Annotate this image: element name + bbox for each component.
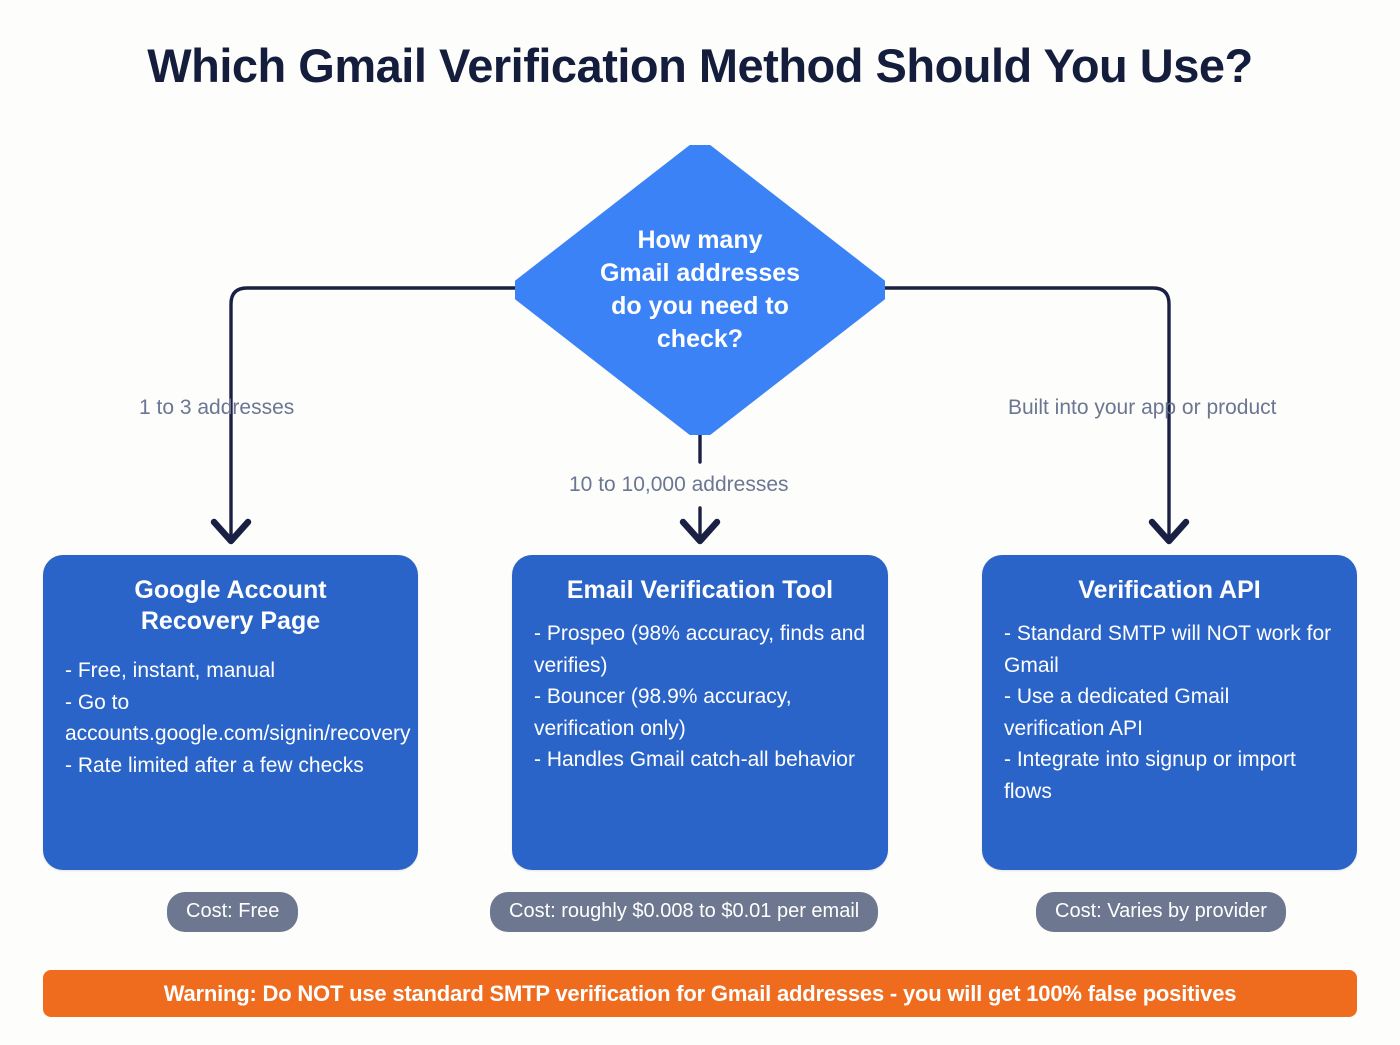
outcome-bullet: - Bouncer (98.9% accuracy, verification …	[534, 685, 792, 740]
outcome-bullet: - Go to accounts.google.com/signin/recov…	[65, 690, 411, 746]
decision-line-1: How many	[637, 226, 763, 254]
outcome-box-tool[interactable]: Email Verification Tool - Prospeo (98% a…	[512, 555, 888, 870]
outcome-title-api: Verification API	[1078, 576, 1261, 604]
outcome-body-tool: - Prospeo (98% accuracy, finds and verif…	[534, 618, 866, 776]
outcome-bullet: - Integrate into signup or import flows	[1004, 748, 1296, 803]
arrowhead-middle	[679, 518, 721, 545]
arrowhead-left	[210, 518, 252, 545]
diamond-icon	[515, 145, 885, 435]
outcome-box-api[interactable]: Verification API - Standard SMTP will NO…	[982, 555, 1357, 870]
outcome-bullet: - Use a dedicated Gmail verification API	[1004, 685, 1230, 740]
outcome-title-recovery: Google Account Recovery Page	[65, 575, 396, 637]
decision-label: How many Gmail addresses do you need to …	[567, 145, 833, 435]
outcome-bullet: - Standard SMTP will NOT work for Gmail	[1004, 622, 1332, 677]
edge-label-left: 1 to 3 addresses	[139, 396, 295, 419]
edge-label-middle: 10 to 10,000 addresses	[569, 473, 789, 496]
outcome-body-api: - Standard SMTP will NOT work for Gmail …	[1004, 618, 1335, 807]
cost-badge-api: Cost: Varies by provider	[1036, 892, 1286, 932]
outcome-title-recovery-line-1: Google Account	[134, 576, 327, 604]
decision-line-4: check?	[656, 325, 744, 353]
outcome-box-recovery[interactable]: Google Account Recovery Page - Free, ins…	[43, 555, 418, 870]
page-title: Which Gmail Verification Method Should Y…	[147, 39, 1253, 92]
decision-line-3: do you need to	[611, 292, 789, 320]
outcome-bullet: - Rate limited after a few checks	[65, 753, 364, 777]
decision-line-2: Gmail addresses	[599, 259, 801, 287]
outcome-title-tool: Email Verification Tool	[566, 576, 834, 604]
edge-label-right: Built into your app or product	[1008, 396, 1277, 419]
outcome-body-recovery: - Free, instant, manual - Go to accounts…	[65, 655, 411, 781]
cost-badge-recovery: Cost: Free	[167, 892, 299, 932]
outcome-bullet: - Handles Gmail catch-all behavior	[534, 748, 855, 771]
arrowhead-right	[1148, 518, 1190, 545]
cost-badge-tool: Cost: roughly $0.008 to $0.01 per email	[490, 892, 879, 932]
outcome-bullet: - Prospeo (98% accuracy, finds and verif…	[534, 622, 866, 677]
decision-node[interactable]: How many Gmail addresses do you need to …	[515, 145, 885, 435]
outcome-title-recovery-line-2: Recovery Page	[140, 607, 321, 635]
outcome-bullet: - Free, instant, manual	[65, 659, 276, 682]
warning-banner: Warning: Do NOT use standard SMTP verifi…	[43, 970, 1357, 1017]
